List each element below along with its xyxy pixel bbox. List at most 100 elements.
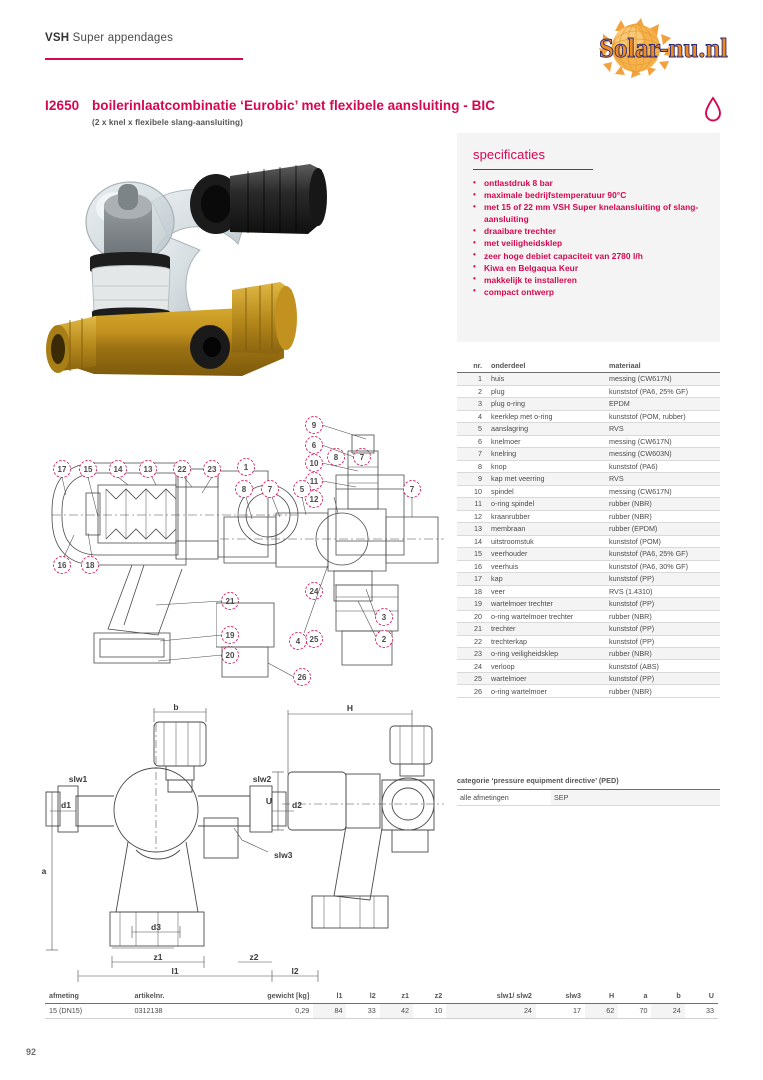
callout-10: 10 (310, 459, 319, 468)
list-item: met 15 of 22 mm VSH Super knelaansluitin… (473, 201, 711, 225)
callout-12: 12 (310, 495, 319, 504)
part-nr: 2 (478, 386, 482, 396)
part-onderdeel: o-ring veiligheidsklep (491, 649, 559, 659)
part-materiaal: rubber (NBR) (609, 499, 652, 509)
list-item: Kiwa en Belgaqua Keur (473, 261, 711, 274)
col-l2: l2 (346, 989, 380, 1005)
list-item: makkelijk te installeren (473, 273, 711, 286)
part-nr: 18 (474, 586, 482, 596)
part-materiaal: messing (CW603N) (609, 449, 672, 459)
callout-24: 24 (310, 587, 319, 596)
part-onderdeel: kraanrubber (491, 511, 530, 521)
sun-icon (599, 18, 673, 78)
callout-2: 2 (382, 635, 387, 644)
part-onderdeel: o-ring wartelmoer (491, 686, 547, 696)
callout-17: 17 (58, 465, 67, 474)
dimension-cell: 42 (379, 1003, 413, 1019)
part-materiaal: messing (CW617N) (609, 374, 672, 384)
callout-19: 19 (226, 631, 235, 640)
brand-name: VSH (45, 32, 70, 44)
col-onderdeel: onderdeel (488, 360, 606, 374)
callout-18: 18 (86, 561, 95, 570)
part-nr: 17 (474, 574, 482, 584)
callout-14: 14 (114, 465, 123, 474)
ped-value: SEP (551, 789, 720, 805)
header-rule (45, 58, 243, 60)
water-drop-icon (702, 95, 724, 128)
dim-H: H (347, 703, 353, 713)
list-item: ontlastdruk 8 bar (473, 176, 711, 189)
part-materiaal: kunststof (PA6, 25% GF) (609, 549, 688, 559)
dimension-cell: 10 (412, 1003, 447, 1019)
part-onderdeel: keerklep met o-ring (491, 411, 553, 421)
callout-6: 6 (312, 441, 317, 450)
dimension-cell: 33 (684, 1003, 718, 1019)
part-onderdeel: trechterkap (491, 636, 527, 646)
callout-20: 20 (226, 651, 235, 660)
part-nr: 22 (474, 636, 482, 646)
solar-nu-logo[interactable]: Solar-nu.nl (565, 18, 728, 80)
part-onderdeel: veer (491, 586, 505, 596)
part-materiaal: kunststof (POM) (609, 536, 661, 546)
ped-table: categorie ‘pressure equipment directive’… (457, 776, 720, 806)
dimension-cell: 24 (651, 1003, 685, 1019)
dimension-table: afmeting artikelnr. gewicht [kg] l1 l2 z… (45, 989, 718, 1019)
callout-4: 4 (296, 637, 301, 646)
dimension-cell: 33 (346, 1003, 380, 1019)
col-gewicht: gewicht [kg] (209, 989, 314, 1005)
callout-11: 11 (310, 477, 319, 486)
part-onderdeel: plug (491, 386, 505, 396)
part-materiaal: kunststof (PP) (609, 599, 655, 609)
section-drawing-right: 9 6 10 11 12 8 7 5 7 3 2 4 26 1 (216, 405, 448, 700)
list-item: zeer hoge debiet capaciteit van 2780 l/h (473, 249, 711, 262)
header-title-rest: Super appendages (69, 32, 174, 44)
dim-l2: l2 (291, 966, 298, 976)
part-materiaal: RVS (609, 474, 624, 484)
part-nr: 10 (474, 486, 482, 496)
table-header-row: afmeting artikelnr. gewicht [kg] l1 l2 z… (45, 989, 718, 1005)
part-onderdeel: veerhouder (491, 549, 528, 559)
table-row: alle afmetingen SEP (457, 789, 720, 806)
dim-b: b (173, 702, 178, 712)
callout-16: 16 (58, 561, 67, 570)
part-onderdeel: uitstroomstuk (491, 536, 534, 546)
part-nr: 26 (474, 686, 482, 696)
table-header-row: nr. onderdeel materiaal (457, 360, 720, 374)
dim-l1: l1 (171, 966, 178, 976)
list-item: maximale bedrijfstemperatuur 90°C (473, 189, 711, 201)
dimension-cell: 84 (313, 1003, 347, 1019)
col-b: b (651, 989, 685, 1005)
part-onderdeel: trechter (491, 624, 516, 634)
callout-21: 21 (226, 597, 235, 606)
part-materiaal: rubber (NBR) (609, 649, 652, 659)
part-onderdeel: wartelmoer (491, 674, 527, 684)
col-U: U (684, 989, 718, 1005)
part-onderdeel: spindel (491, 486, 514, 496)
part-onderdeel: o-ring wartelmoer trechter (491, 611, 574, 621)
part-materiaal: messing (CW617N) (609, 486, 672, 496)
list-item: draaibare trechter (473, 225, 711, 237)
product-title: boilerinlaatcombinatie ‘Eurobic’ met fle… (92, 98, 496, 113)
callout-7c: 7 (410, 485, 415, 494)
specifications-list: ontlastdruk 8 bar maximale bedrijfstempe… (473, 176, 711, 298)
part-nr: 21 (474, 624, 482, 634)
part-nr: 8 (478, 461, 482, 471)
dimension-cell: 0312138 (130, 1003, 210, 1019)
product-code: I2650 (45, 98, 80, 113)
part-nr: 16 (474, 561, 482, 571)
part-onderdeel: aanslagring (491, 424, 529, 434)
